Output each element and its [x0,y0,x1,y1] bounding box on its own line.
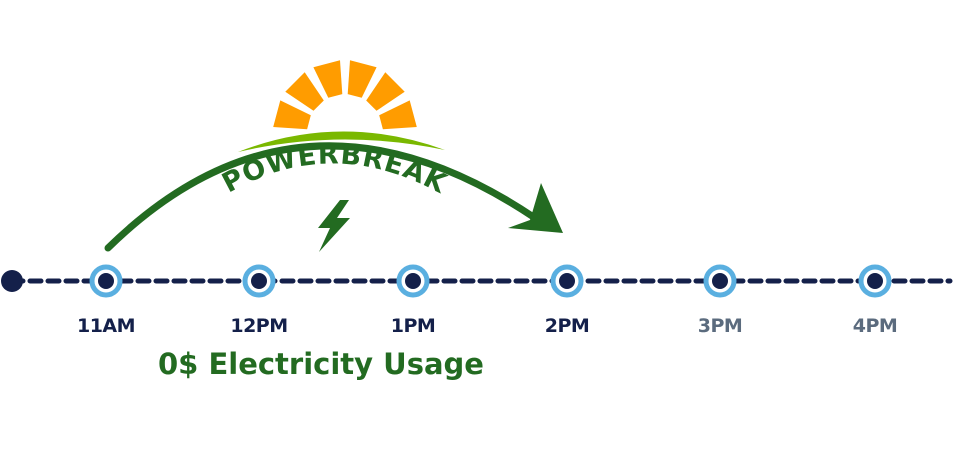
sun-ray [366,72,405,111]
hill-shape [238,131,445,152]
timeline-node: 1PM [391,264,436,337]
timeline-node: 11AM [77,264,136,337]
timeline-node: 3PM [698,264,743,337]
timeline-node-dot [98,273,114,289]
timeline-node: 12PM [230,264,288,337]
timeline-start-dot [1,270,23,292]
timeline-node: 2PM [545,264,590,337]
sun-ray [285,72,324,111]
lightning-bolt-icon [318,200,350,252]
timeline-label: 2PM [545,315,590,337]
timeline-label: 3PM [698,315,743,337]
timeline-node-dot [712,273,728,289]
timeline-label: 1PM [391,315,436,337]
arrow-arc [104,142,539,252]
timeline-node-dot [405,273,421,289]
sun-ray [313,60,343,98]
sun-ray [273,100,311,130]
timeline-node-dot [559,273,575,289]
usage-text: 0$ Electricity Usage [158,347,484,381]
timeline-node-dot [251,273,267,289]
sun-icon [273,60,417,130]
timeline-label: 4PM [853,315,898,337]
arrow-head-icon [508,183,563,233]
timeline-label: 12PM [230,315,287,337]
timeline-label: 11AM [77,315,135,337]
timeline-node: 4PM [853,264,898,337]
sun-ray [379,100,417,130]
sun-ray [347,60,377,98]
timeline-node-dot [867,273,883,289]
